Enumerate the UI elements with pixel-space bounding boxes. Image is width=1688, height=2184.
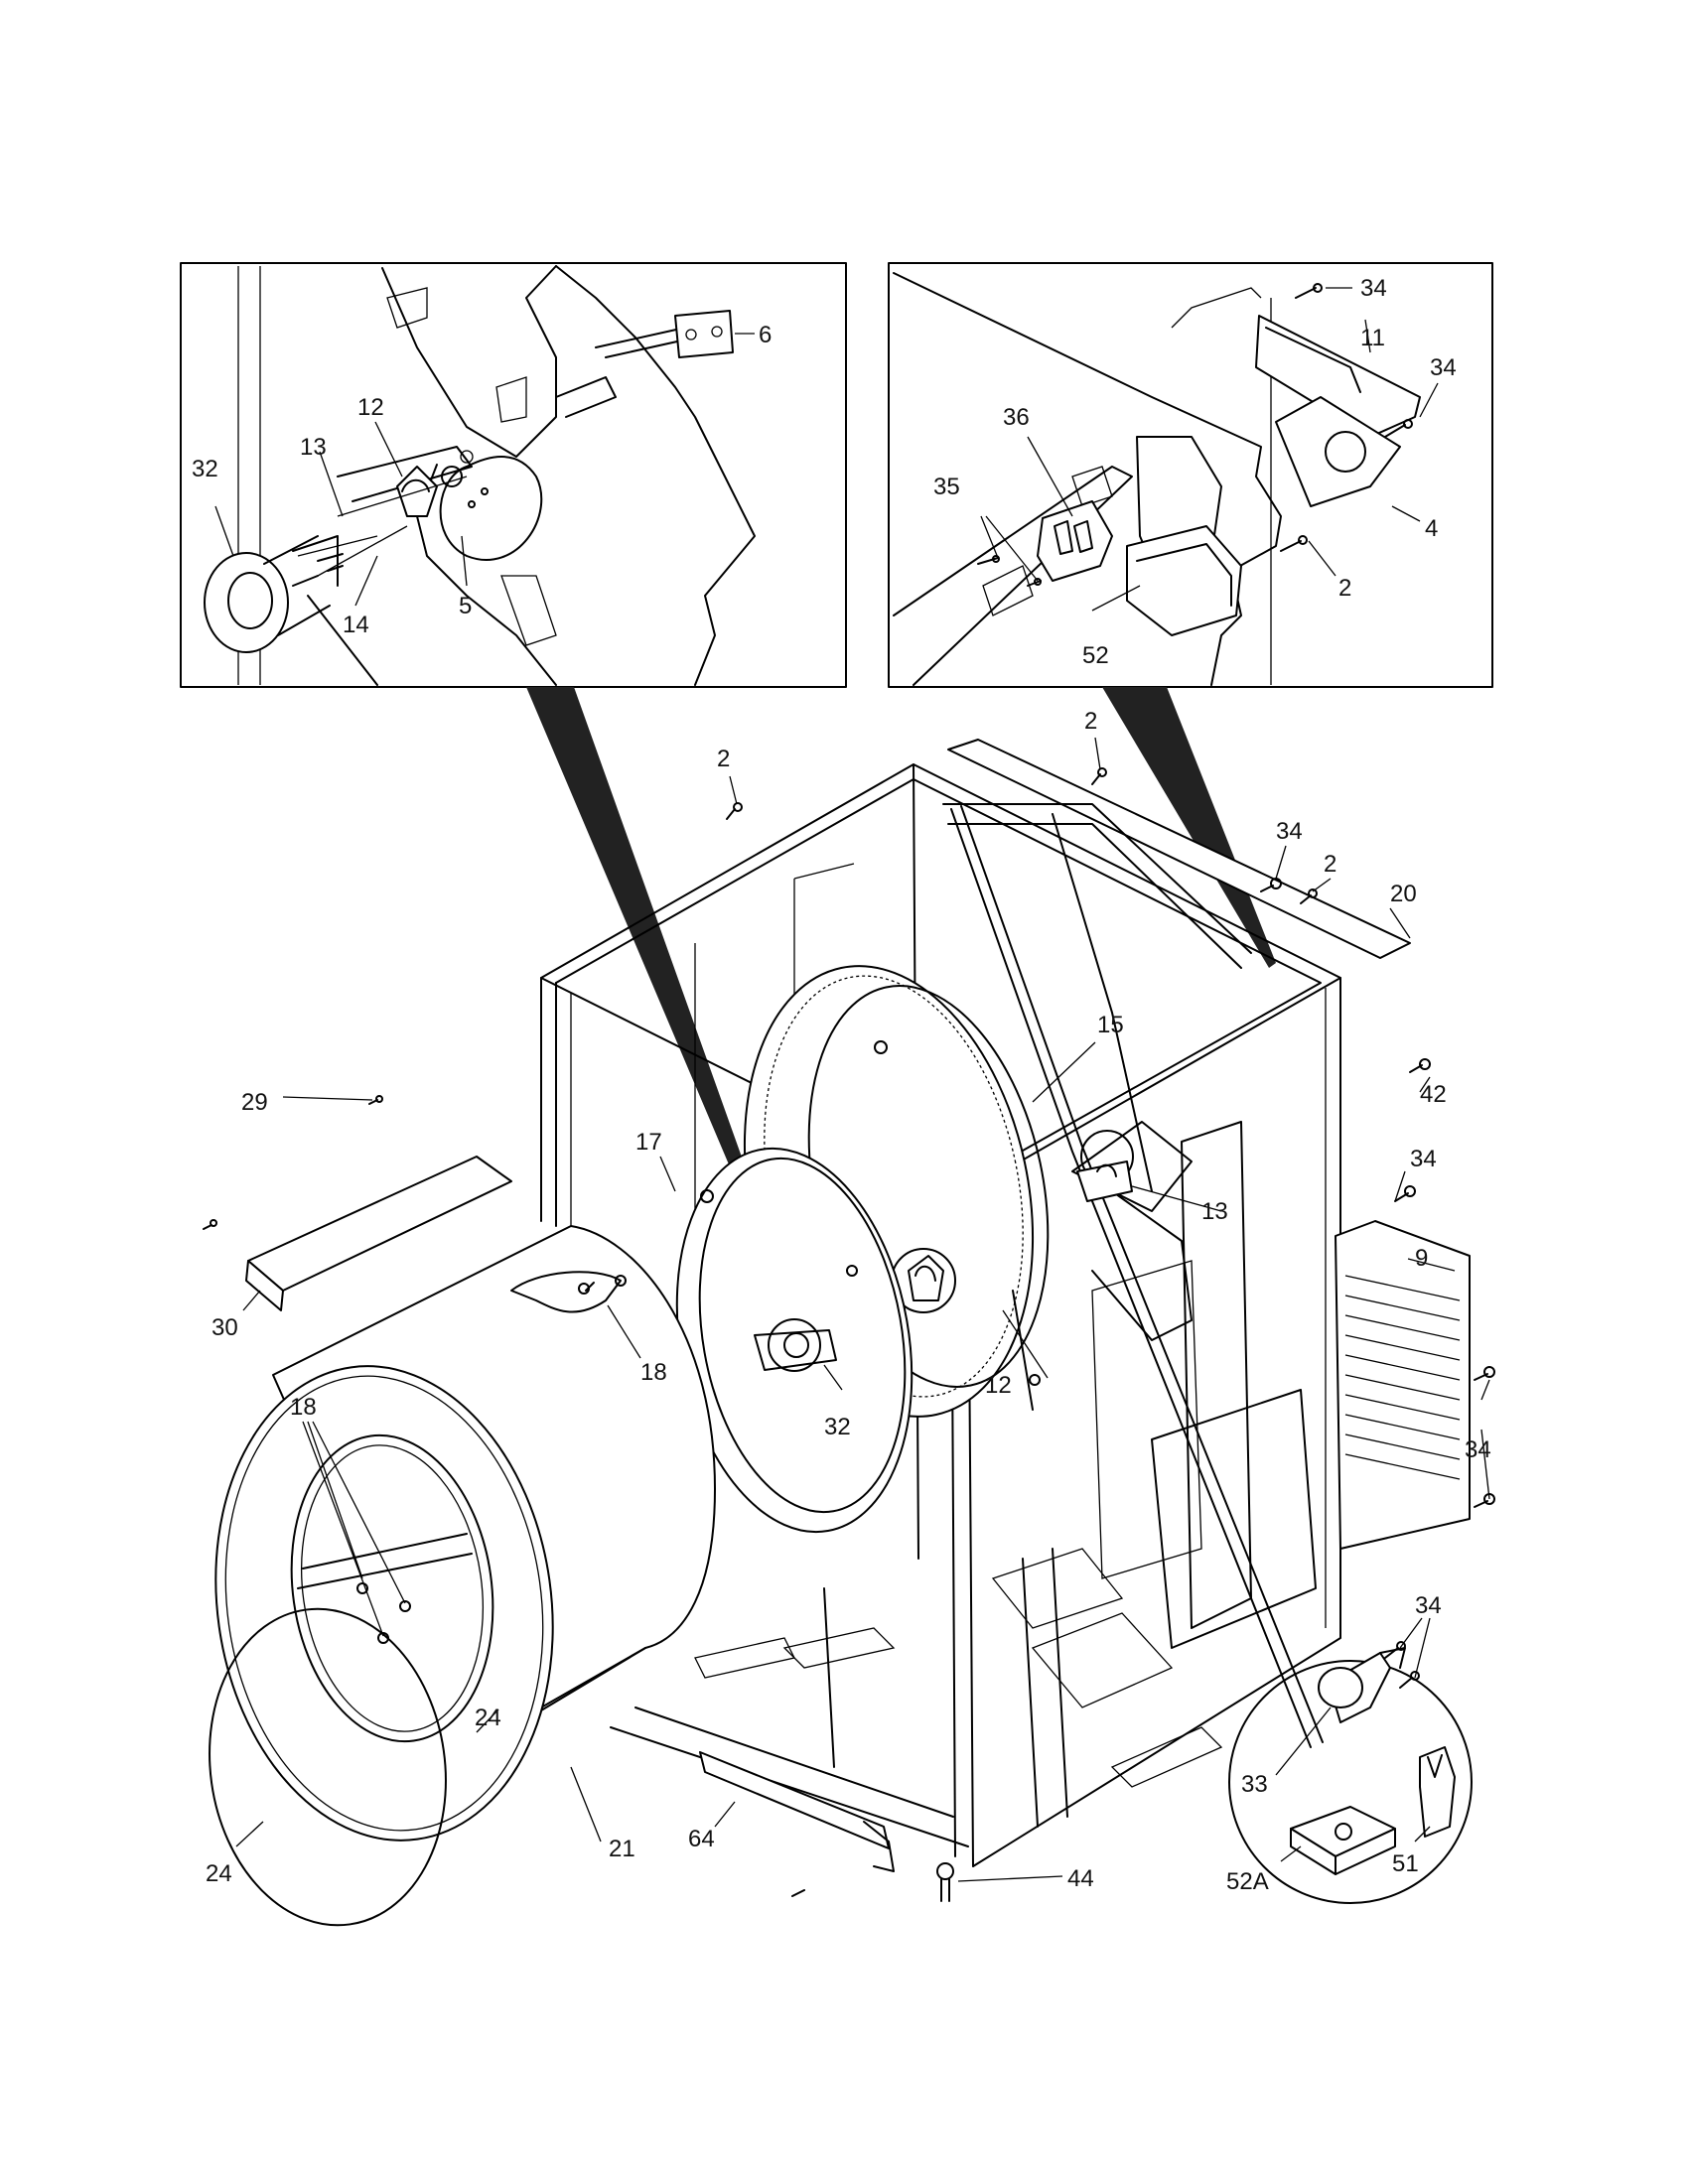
callout-34-right: 34 — [1430, 354, 1457, 381]
callout-52: 52 — [1082, 642, 1109, 669]
callout-6: 6 — [759, 322, 772, 348]
dryer-cabinet — [540, 739, 1471, 1867]
drum-front-ring — [214, 1365, 554, 1842]
leader-lines — [235, 737, 1490, 1882]
support-bracket — [699, 1751, 895, 1872]
callout-13: 13 — [300, 434, 327, 461]
zoom-wedge-right — [1102, 687, 1276, 968]
callout-29: 29 — [241, 1089, 268, 1116]
callout-32: 32 — [192, 456, 218, 482]
callout-30: 30 — [211, 1314, 238, 1341]
zoom-wedge-left — [526, 687, 789, 1296]
callout-42: 42 — [1420, 1081, 1447, 1108]
inset-left-panel — [180, 262, 847, 688]
callout-11: 11 — [1360, 325, 1385, 351]
drum-seal — [209, 1607, 447, 1927]
callout-2-left: 2 — [717, 746, 730, 772]
callout-34-back: 34 — [1465, 1436, 1491, 1463]
callout-4: 4 — [1425, 515, 1438, 542]
callout-13: 13 — [1201, 1198, 1228, 1225]
callout-36: 36 — [1003, 404, 1030, 431]
callout-12: 12 — [357, 394, 384, 421]
detail-circle — [1228, 1641, 1473, 1904]
callout-20: 20 — [1390, 881, 1417, 907]
callout-34-top: 34 — [1360, 275, 1387, 302]
exhaust-duct — [245, 1156, 512, 1311]
callout-51: 51 — [1392, 1850, 1419, 1877]
front-bulkhead — [675, 1147, 914, 1534]
callout-52a: 52A — [1226, 1868, 1269, 1895]
callout-2-top: 2 — [1084, 708, 1097, 735]
callout-9: 9 — [1415, 1245, 1428, 1272]
callout-21: 21 — [609, 1836, 635, 1862]
callout-12: 12 — [985, 1372, 1012, 1399]
callout-32: 32 — [824, 1414, 851, 1440]
callout-2-inset: 2 — [1338, 575, 1351, 602]
callout-33: 33 — [1241, 1771, 1268, 1798]
callout-24-upper: 24 — [475, 1705, 501, 1731]
fasteners — [203, 767, 1495, 1902]
callout-5: 5 — [459, 593, 472, 619]
callout-34-detail: 34 — [1415, 1592, 1442, 1619]
callout-34-mid: 34 — [1410, 1146, 1437, 1172]
callout-44: 44 — [1067, 1865, 1094, 1892]
callout-18-left: 18 — [290, 1394, 317, 1421]
callout-17: 17 — [635, 1129, 662, 1156]
callout-35: 35 — [933, 474, 960, 500]
callout-15: 15 — [1097, 1012, 1124, 1038]
callout-34-top: 34 — [1276, 818, 1303, 845]
callout-2-right: 2 — [1324, 851, 1336, 878]
callout-24-lower: 24 — [206, 1860, 232, 1887]
callout-14: 14 — [343, 612, 369, 638]
callout-64: 64 — [688, 1826, 715, 1852]
callout-18-top: 18 — [640, 1359, 667, 1386]
inset-right-panel — [888, 262, 1493, 688]
